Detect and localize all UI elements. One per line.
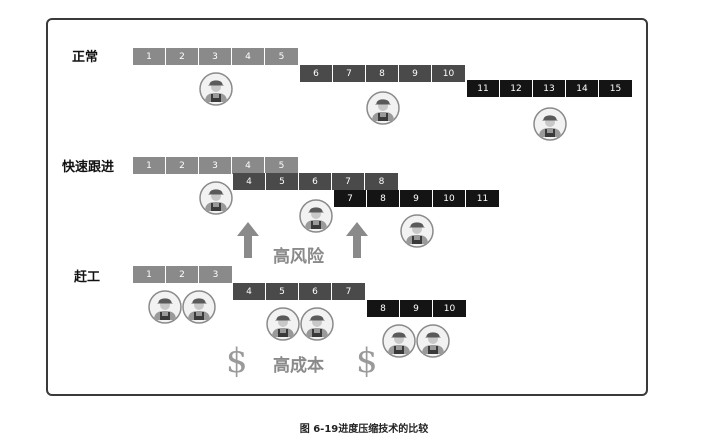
task-cell: 5 (265, 157, 298, 174)
worker-icon (199, 72, 233, 106)
fast-tracking-segment-3: 7 8 9 10 11 (334, 190, 499, 207)
task-cell: 8 (365, 173, 398, 190)
task-cell: 7 (334, 190, 367, 207)
row-label-crashing: 赶工 (74, 270, 101, 285)
worker-icon (300, 307, 334, 341)
task-cell: 5 (266, 283, 299, 300)
high-risk-label: 高风险 (273, 247, 324, 267)
task-cell: 9 (400, 300, 433, 317)
task-cell: 15 (599, 80, 632, 97)
task-cell: 2 (166, 266, 199, 283)
task-cell: 3 (199, 266, 232, 283)
worker-icon (266, 307, 300, 341)
task-cell: 4 (232, 48, 265, 65)
worker-icon (148, 290, 182, 324)
worker-icon (416, 324, 450, 358)
task-cell: 10 (433, 190, 466, 207)
fast-tracking-segment-1: 1 2 3 4 5 (133, 157, 298, 174)
task-cell: 6 (299, 283, 332, 300)
normal-segment-1: 1 2 3 4 5 (133, 48, 298, 65)
worker-icon (366, 91, 400, 125)
task-cell: 5 (266, 173, 299, 190)
task-cell: 14 (566, 80, 599, 97)
task-cell: 13 (533, 80, 566, 97)
up-arrow-icon (346, 222, 368, 258)
dollar-sign-icon: $ (226, 341, 248, 381)
row-label-fast-tracking: 快速跟进 (62, 160, 115, 175)
task-cell: 1 (133, 266, 166, 283)
task-cell: 6 (300, 65, 333, 82)
worker-icon (299, 199, 333, 233)
crashing-segment-3: 8 9 10 (367, 300, 466, 317)
worker-icon (400, 214, 434, 248)
task-cell: 3 (199, 157, 232, 174)
worker-icon (382, 324, 416, 358)
task-cell: 11 (466, 190, 499, 207)
task-cell: 5 (265, 48, 298, 65)
task-cell: 12 (500, 80, 533, 97)
normal-segment-3: 11 12 13 14 15 (467, 80, 632, 97)
diagram-frame (46, 18, 648, 396)
task-cell: 9 (399, 65, 432, 82)
crashing-segment-2: 4 5 6 7 (233, 283, 365, 300)
task-cell: 10 (432, 65, 465, 82)
worker-icon (182, 290, 216, 324)
worker-icon (199, 181, 233, 215)
task-cell: 7 (332, 173, 365, 190)
worker-icon (533, 107, 567, 141)
task-cell: 8 (367, 190, 400, 207)
task-cell: 3 (199, 48, 232, 65)
task-cell: 2 (166, 48, 199, 65)
row-label-normal: 正常 (72, 50, 99, 65)
dollar-sign-icon: $ (356, 341, 378, 381)
task-cell: 4 (233, 283, 266, 300)
task-cell: 4 (233, 173, 266, 190)
up-arrow-icon (237, 222, 259, 258)
high-cost-label: 高成本 (273, 356, 324, 376)
task-cell: 4 (232, 157, 265, 174)
task-cell: 7 (332, 283, 365, 300)
task-cell: 1 (133, 157, 166, 174)
crashing-segment-1: 1 2 3 (133, 266, 232, 283)
task-cell: 11 (467, 80, 500, 97)
task-cell: 8 (366, 65, 399, 82)
task-cell: 2 (166, 157, 199, 174)
task-cell: 1 (133, 48, 166, 65)
task-cell: 8 (367, 300, 400, 317)
task-cell: 6 (299, 173, 332, 190)
fast-tracking-segment-2: 4 5 6 7 8 (233, 173, 398, 190)
task-cell: 10 (433, 300, 466, 317)
figure-caption: 图 6-19进度压缩技术的比较 (299, 424, 429, 435)
task-cell: 9 (400, 190, 433, 207)
task-cell: 7 (333, 65, 366, 82)
normal-segment-2: 6 7 8 9 10 (300, 65, 465, 82)
